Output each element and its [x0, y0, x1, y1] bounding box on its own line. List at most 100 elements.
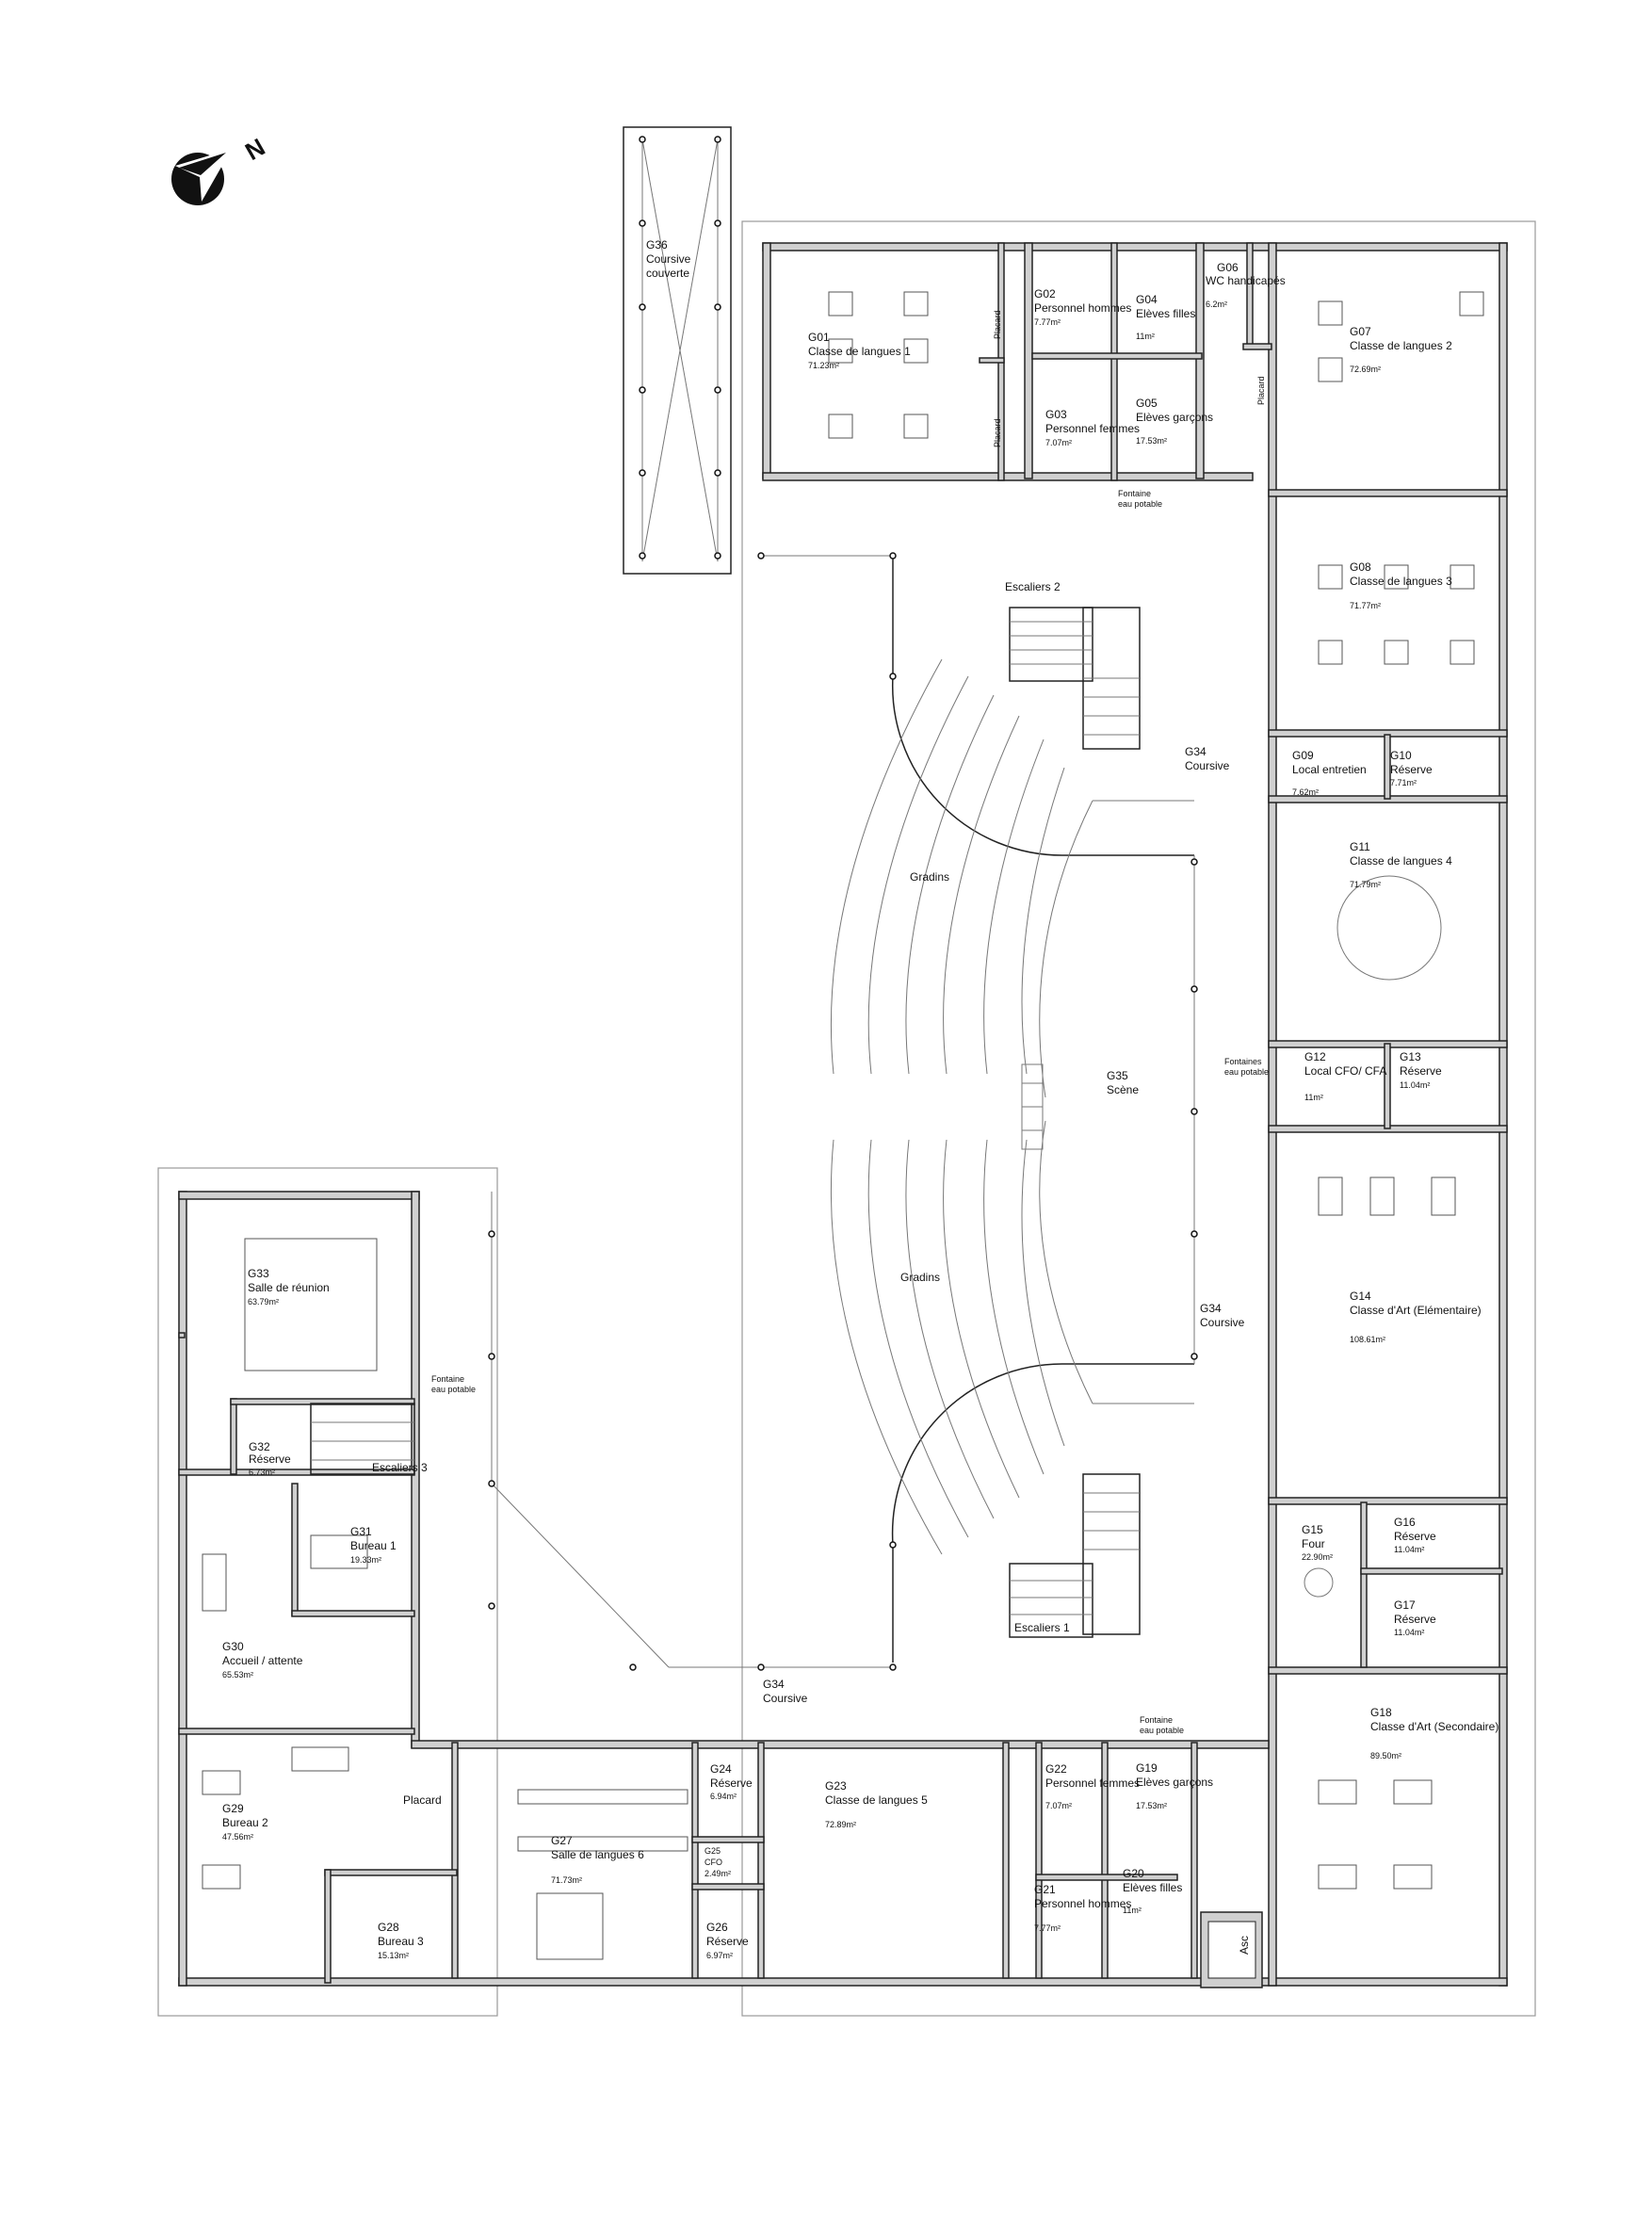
- room-g05-name: Elèves garçons: [1136, 411, 1213, 424]
- walkway-g36-id: G36: [646, 238, 668, 252]
- room-g27-id: G27: [551, 1834, 573, 1847]
- room-g25-name: CFO: [705, 1858, 722, 1867]
- room-g27-area: 71.73m²: [551, 1875, 582, 1885]
- room-g15-id: G15: [1302, 1523, 1323, 1536]
- room-g04-area: 11m²: [1136, 332, 1155, 341]
- room-g17-id: G17: [1394, 1598, 1416, 1612]
- room-g26-area: 6.97m²: [706, 1951, 733, 1960]
- room-g02-name: Personnel hommes: [1034, 301, 1131, 315]
- fountain-north-line1: Fontaine: [1118, 489, 1151, 498]
- north-letter: N: [240, 133, 269, 166]
- fountains-east-line2: eau potable: [1224, 1067, 1269, 1077]
- north-wing-partitions: [979, 242, 1508, 1675]
- walkway-g36-name-1: Coursive: [646, 252, 691, 266]
- site-outline-lower: [157, 1167, 498, 2017]
- fountain-south-line1: Fontaine: [1140, 1715, 1173, 1725]
- room-g28-name: Bureau 3: [378, 1935, 424, 1948]
- room-g05-id: G05: [1136, 397, 1158, 410]
- room-g28-area: 15.13m²: [378, 1951, 409, 1960]
- room-g26-name: Réserve: [706, 1935, 749, 1948]
- room-g28-id: G28: [378, 1921, 399, 1934]
- room-g06-name: WC handicapés: [1206, 274, 1286, 287]
- room-g03-id: G03: [1045, 408, 1067, 421]
- room-g07-area: 72.69m²: [1350, 365, 1381, 374]
- room-g09-name: Local entretien: [1292, 763, 1367, 776]
- fountain-south-line2: eau potable: [1140, 1726, 1184, 1735]
- room-g14-name: Classe d'Art (Elémentaire): [1350, 1304, 1482, 1317]
- room-g18-area: 89.50m²: [1370, 1751, 1401, 1761]
- corridor-g34-name-mid: Coursive: [1200, 1316, 1245, 1329]
- room-g24-area: 6.94m²: [710, 1792, 737, 1801]
- exterior-walls: [178, 242, 1508, 1987]
- room-g10-id: G10: [1390, 749, 1412, 762]
- room-g20-name: Elèves filles: [1123, 1881, 1182, 1894]
- walkway-g36-name-2: couverte: [646, 267, 689, 280]
- room-g23-area: 72.89m²: [825, 1820, 856, 1829]
- room-g08-area: 71.77m²: [1350, 601, 1381, 610]
- corridor-g34-name-bottom: Coursive: [763, 1692, 808, 1705]
- fountain-north-line2: eau potable: [1118, 499, 1162, 509]
- room-g32-name: Réserve: [249, 1452, 291, 1466]
- room-g03-area: 7.07m²: [1045, 438, 1072, 447]
- room-g10-name: Réserve: [1390, 763, 1433, 776]
- room-g24-name: Réserve: [710, 1777, 753, 1790]
- room-g16-name: Réserve: [1394, 1530, 1436, 1543]
- room-g09-id: G09: [1292, 749, 1314, 762]
- room-g27-name: Salle de langues 6: [551, 1848, 644, 1861]
- stairs-2: [1009, 607, 1141, 750]
- site-outline-upper: [741, 220, 1536, 2017]
- fountain-west-line1: Fontaine: [431, 1374, 464, 1384]
- room-g31-name: Bureau 1: [350, 1539, 397, 1552]
- room-g23-id: G23: [825, 1779, 847, 1793]
- room-g01-name: Classe de langues 1: [808, 345, 911, 358]
- room-g22-area: 7.07m²: [1045, 1801, 1072, 1810]
- room-g17-area: 11.04m²: [1394, 1628, 1424, 1637]
- corridor-g34-name-top: Coursive: [1185, 759, 1230, 772]
- room-g18-id: G18: [1370, 1706, 1392, 1719]
- room-g09-area: 7.62m²: [1292, 787, 1319, 797]
- room-g19-area: 17.53m²: [1136, 1801, 1167, 1810]
- stairs-3-label: Escaliers 3: [372, 1461, 428, 1474]
- room-g12-name: Local CFO/ CFA: [1304, 1064, 1386, 1078]
- stairs-1-label: Escaliers 1: [1014, 1621, 1070, 1634]
- room-g25-area: 2.49m²: [705, 1869, 731, 1878]
- room-g17-name: Réserve: [1394, 1613, 1436, 1626]
- room-g33-area: 63.79m²: [248, 1297, 279, 1306]
- room-g07-id: G07: [1350, 325, 1371, 338]
- room-g21-area: 7.77m²: [1034, 1923, 1061, 1933]
- room-g30-area: 65.53m²: [222, 1670, 253, 1679]
- room-g13-name: Réserve: [1400, 1064, 1442, 1078]
- room-g19-name: Elèves garçons: [1136, 1776, 1213, 1789]
- room-g06-area: 6.2m²: [1206, 300, 1227, 309]
- room-g29-id: G29: [222, 1802, 244, 1815]
- auditorium: [830, 556, 1195, 1663]
- room-g02-area: 7.77m²: [1034, 317, 1061, 327]
- room-g22-id: G22: [1045, 1762, 1067, 1776]
- room-g07-name: Classe de langues 2: [1350, 339, 1452, 352]
- stairs-3: [310, 1403, 415, 1475]
- fountains-east-line1: Fontaines: [1224, 1057, 1262, 1066]
- corridor-g34-id-mid: G34: [1200, 1302, 1222, 1315]
- room-g12-id: G12: [1304, 1050, 1326, 1063]
- room-g21-name: Personnel hommes: [1034, 1897, 1131, 1910]
- room-g03-name: Personnel femmes: [1045, 422, 1140, 435]
- room-g02-id: G02: [1034, 287, 1056, 300]
- room-g04-name: Elèves filles: [1136, 307, 1195, 320]
- room-g12-area: 11m²: [1304, 1093, 1323, 1102]
- stairs-2-label: Escaliers 2: [1005, 580, 1061, 593]
- room-g16-area: 11.04m²: [1394, 1545, 1424, 1554]
- room-g25-id: G25: [705, 1846, 721, 1856]
- placard-label-4: Placard: [403, 1793, 442, 1807]
- room-g15-area: 22.90m²: [1302, 1552, 1333, 1562]
- stage-name: Scène: [1107, 1083, 1139, 1096]
- stage-id: G35: [1107, 1069, 1128, 1082]
- south-wing-partitions: [178, 1332, 1198, 1984]
- room-g08-name: Classe de langues 3: [1350, 575, 1452, 588]
- room-g29-name: Bureau 2: [222, 1816, 268, 1829]
- placard-label-2: Placard: [993, 418, 1002, 447]
- room-g20-id: G20: [1123, 1867, 1144, 1880]
- room-g20-area: 11m²: [1123, 1906, 1142, 1915]
- room-g11-name: Classe de langues 4: [1350, 854, 1452, 868]
- room-g29-area: 47.56m²: [222, 1832, 253, 1842]
